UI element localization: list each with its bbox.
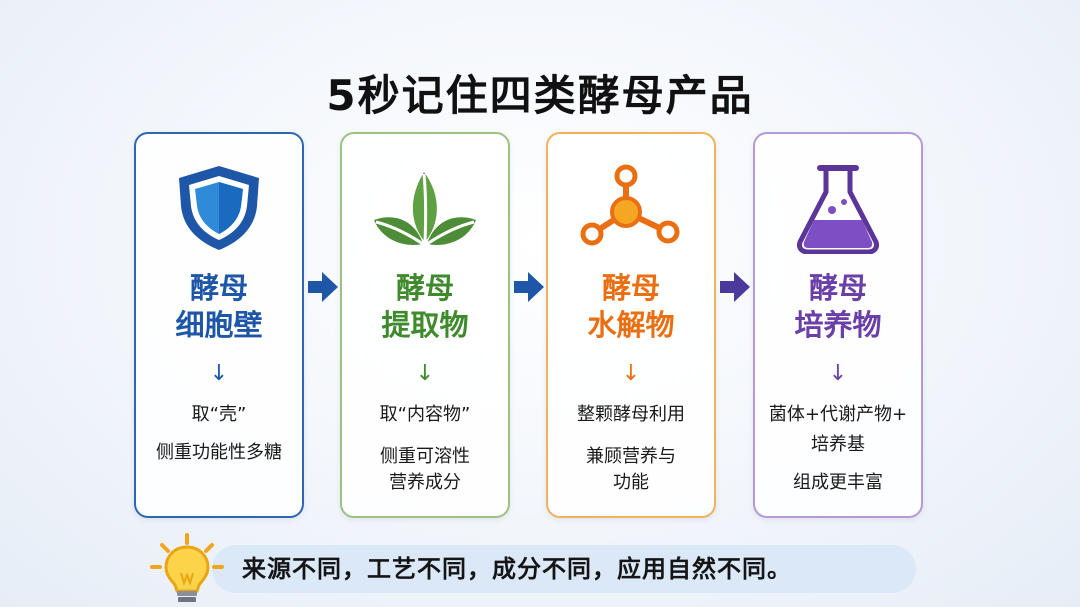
down-arrow-icon: ↓ — [621, 361, 641, 386]
card-yeast-extract: 酵母 提取物 ↓ 取“内容物” 侧重可溶性 营养成分 — [340, 132, 510, 518]
page-title: 5秒记住四类酵母产品 — [326, 71, 754, 120]
card-title-line2: 水解物 — [587, 308, 675, 342]
leaf-icon — [342, 162, 508, 254]
card-yeast-cell-wall: 酵母 细胞壁 ↓ 取“壳” 侧重功能性多糖 — [134, 132, 304, 518]
card-desc: 培养基 — [811, 434, 865, 455]
card-desc: 菌体+代谢产物+ — [768, 404, 908, 425]
card-desc: 营养成分 — [389, 472, 461, 493]
shield-icon — [136, 162, 302, 254]
right-arrow-icon — [720, 272, 750, 302]
card-desc: 取“壳” — [191, 404, 247, 425]
down-arrow-icon: ↓ — [828, 361, 848, 386]
molecule-icon — [548, 162, 714, 254]
card-title-line2: 培养物 — [794, 308, 882, 342]
right-arrow-icon — [308, 272, 338, 302]
lightbulb-icon — [150, 533, 224, 602]
card-title-line1: 酵母 — [395, 271, 454, 305]
card-desc: 侧重功能性多糖 — [156, 442, 282, 463]
card-desc: 取“内容物” — [379, 404, 471, 425]
right-arrow-icon — [514, 272, 544, 302]
card-yeast-culture: 酵母 培养物 ↓ 菌体+代谢产物+ 培养基 组成更丰富 — [753, 132, 923, 518]
card-desc: 侧重可溶性 — [380, 446, 470, 467]
card-desc: 整颗酵母利用 — [577, 404, 685, 425]
card-title-line1: 酵母 — [808, 271, 867, 305]
card-desc: 功能 — [613, 472, 649, 493]
card-desc: 组成更丰富 — [793, 472, 883, 493]
card-desc: 兼顾营养与 — [586, 446, 676, 467]
down-arrow-icon: ↓ — [415, 361, 435, 386]
down-arrow-icon: ↓ — [209, 361, 229, 386]
card-title-line1: 酵母 — [189, 271, 248, 305]
card-yeast-hydrolysate: 酵母 水解物 ↓ 整颗酵母利用 兼顾营养与 功能 — [546, 132, 716, 518]
flask-icon — [755, 162, 921, 254]
card-title-line2: 提取物 — [381, 308, 469, 342]
card-title-line1: 酵母 — [601, 271, 660, 305]
summary-text: 来源不同，工艺不同，成分不同，应用自然不同。 — [242, 555, 792, 583]
summary-banner: 来源不同，工艺不同，成分不同，应用自然不同。 — [212, 545, 916, 593]
card-title-line2: 细胞壁 — [175, 308, 263, 342]
